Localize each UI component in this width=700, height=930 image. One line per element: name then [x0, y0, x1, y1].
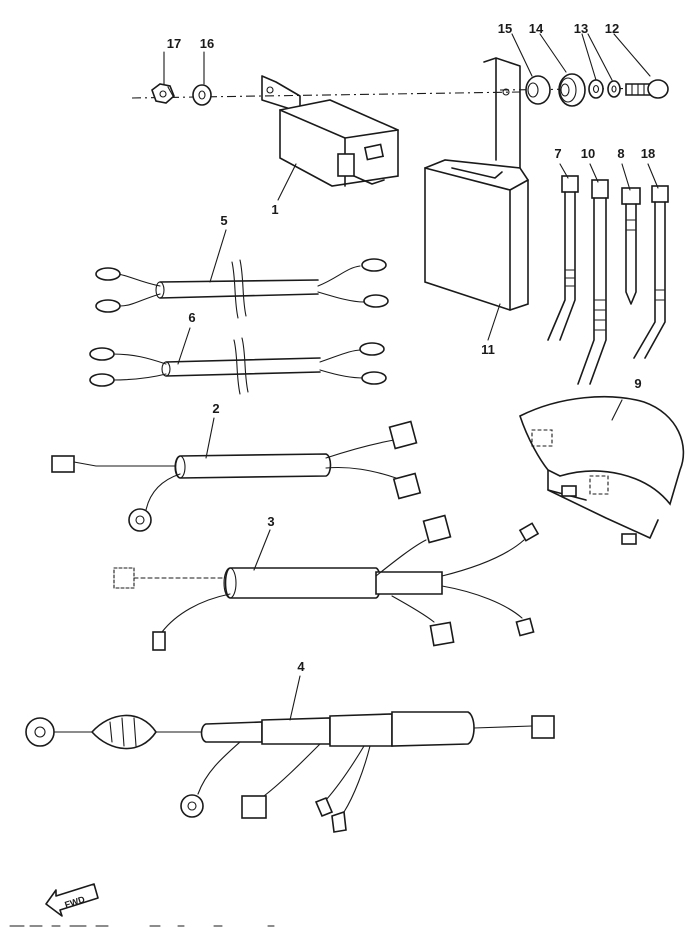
wire-harness-2 [51, 420, 422, 532]
washers-13 [588, 79, 621, 99]
cable-tie-18 [633, 185, 669, 359]
cover-9 [519, 395, 685, 545]
callout-8: 8 [617, 146, 624, 161]
callout-5: 5 [220, 213, 227, 228]
forward-arrow-icon: FWD [45, 883, 99, 917]
bolt-12 [625, 79, 669, 99]
fwd-label: FWD [63, 894, 86, 910]
cable-tie-10 [577, 179, 609, 385]
callout-16: 16 [200, 36, 214, 51]
callout-6: 6 [188, 310, 195, 325]
lead-wire-6 [89, 337, 387, 395]
callout-15: 15 [498, 21, 512, 36]
callout-2: 2 [212, 401, 219, 416]
callout-9: 9 [634, 376, 641, 391]
leader-lines [163, 33, 659, 721]
callout-13: 13 [574, 21, 588, 36]
callout-7: 7 [554, 146, 561, 161]
callout-3: 3 [267, 514, 274, 529]
callout-10: 10 [581, 146, 595, 161]
callout-12: 12 [605, 21, 619, 36]
wire-harness-4 [25, 711, 555, 833]
lead-wire-5 [95, 258, 389, 319]
callout-18: 18 [641, 146, 655, 161]
box-11 [424, 159, 529, 311]
callout-14: 14 [529, 21, 544, 36]
relay-unit-1 [261, 75, 399, 187]
callout-4: 4 [297, 659, 305, 674]
callout-17: 17 [167, 36, 181, 51]
callout-11: 11 [481, 342, 495, 357]
callout-labels: 17 16 1 15 14 13 12 7 10 8 18 11 9 5 6 2… [167, 21, 655, 674]
wire-harness-3 [113, 514, 540, 651]
nut-17 [151, 83, 175, 104]
cable-tie-8 [621, 187, 641, 305]
cable-tie-7 [547, 175, 579, 341]
washer-16 [192, 84, 212, 106]
grommet-14 [558, 73, 586, 107]
sleeve-15 [525, 75, 551, 105]
callout-1: 1 [271, 202, 278, 217]
